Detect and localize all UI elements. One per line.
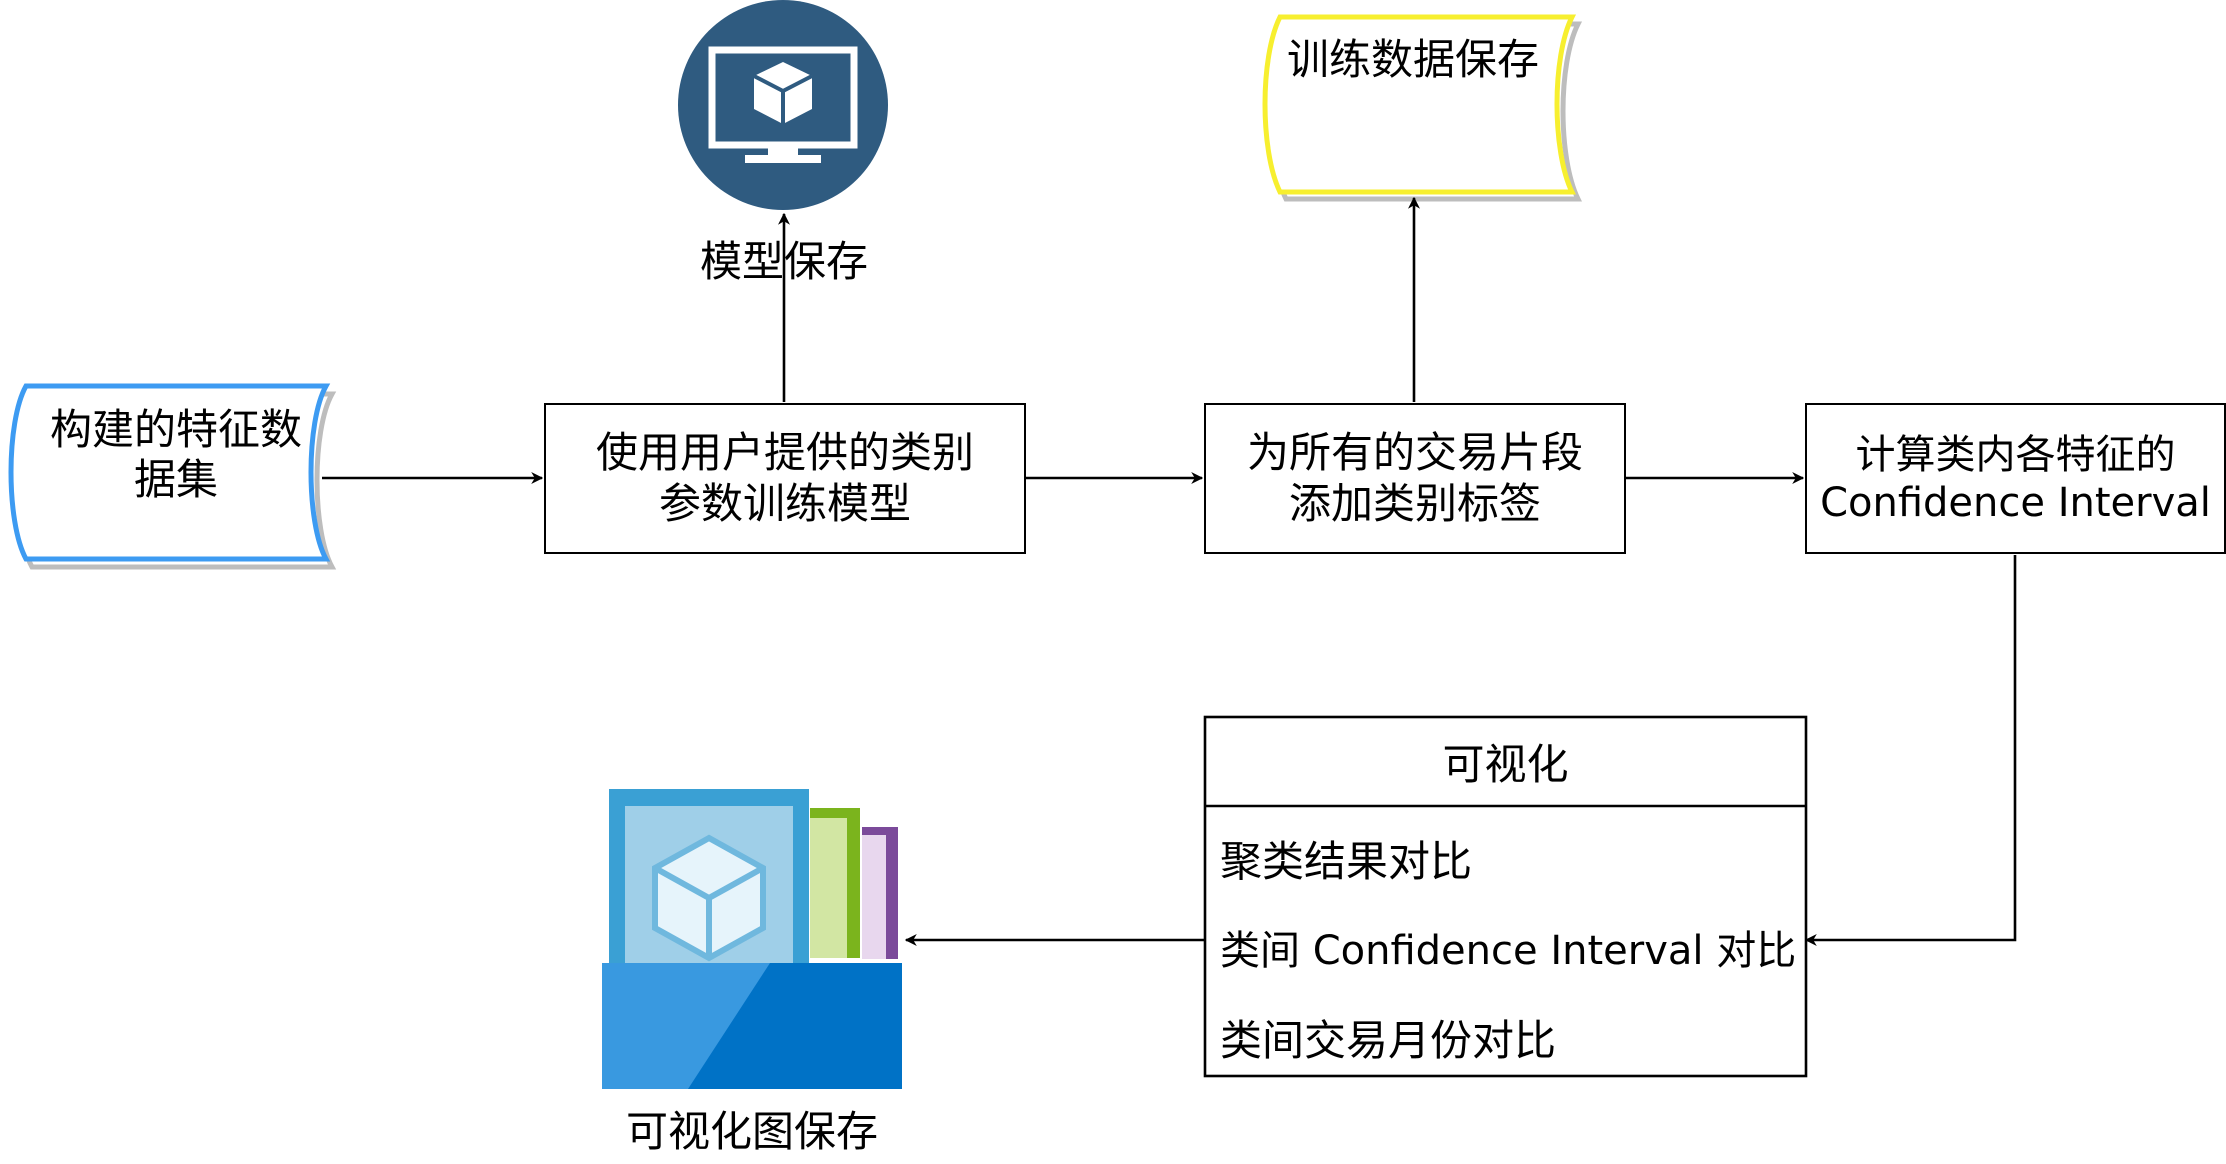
list-item: 类间 Confidence Interval 对比 [1220, 928, 1797, 974]
connectors [322, 196, 2017, 946]
train-model-box: 使用用户提供的类别 参数训练模型 [544, 403, 1026, 554]
model-save-label: 模型保存 [699, 237, 868, 286]
label-segments-label: 为所有的交易片段 添加类别标签 [1246, 428, 1583, 528]
confidence-interval-box: 计算类内各特征的 Confidence Interval [1805, 403, 2226, 554]
monitor-cube-icon [678, 0, 888, 210]
train-model-label: 使用用户提供的类别 参数训练模型 [595, 428, 974, 528]
visualization-save-label: 可视化图保存 [625, 1107, 878, 1156]
list-item: 类间交易月份对比 [1220, 1016, 1557, 1065]
feature-dataset-label: 构建的特征数 据集 [49, 405, 302, 505]
confidence-interval-label: 计算类内各特征的 Confidence Interval [1820, 431, 2211, 526]
dataset-tape-shape [8, 383, 337, 570]
visualization-list-box [1203, 715, 1808, 1078]
storage-tape-shape [1262, 14, 1583, 202]
label-segments-box: 为所有的交易片段 添加类别标签 [1204, 403, 1626, 554]
list-item: 聚类结果对比 [1220, 837, 1473, 886]
folder-cube-icon [602, 789, 902, 1089]
training-data-save-label: 训练数据保存 [1286, 35, 1539, 84]
visualization-title: 可视化 [1442, 740, 1569, 789]
edge-ci-to-visualization [1804, 555, 2017, 946]
